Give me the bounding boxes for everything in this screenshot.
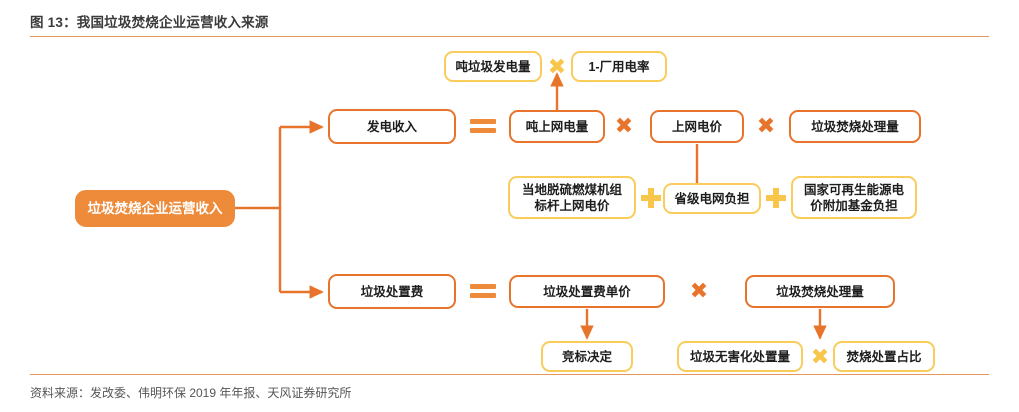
operator-plus-2: [766, 188, 786, 208]
operator-equals-power: [470, 118, 496, 134]
operator-equals-disposal: [470, 283, 496, 299]
operator-times-power-2: ✖: [756, 113, 776, 138]
footer-divider: [30, 374, 989, 375]
node-grid-price[interactable]: 上网电价: [650, 110, 744, 143]
node-disposal-fee[interactable]: 垃圾处置费: [328, 274, 456, 309]
node-incineration-share[interactable]: 焚烧处置占比: [833, 341, 935, 372]
equals-bar-top: [470, 284, 496, 289]
operator-times-bottom: ✖: [810, 344, 830, 369]
operator-times-disposal: ✖: [689, 278, 709, 303]
plus-bar-vertical: [773, 188, 779, 208]
node-benchmark-price[interactable]: 当地脱硫燃煤机组 标杆上网电价: [508, 176, 636, 219]
node-minus-plant-usage-rate[interactable]: 1-厂用电率: [571, 51, 667, 82]
plus-bar-vertical: [648, 188, 654, 208]
node-provincial-grid-burden[interactable]: 省级电网负担: [663, 183, 761, 214]
node-per-ton-generation[interactable]: 吨垃圾发电量: [444, 51, 542, 82]
operator-plus-1: [641, 188, 661, 208]
node-root[interactable]: 垃圾焚烧企业运营收入: [75, 190, 235, 227]
equals-bar-top: [470, 119, 496, 124]
node-disposal-unit-price[interactable]: 垃圾处置费单价: [509, 275, 665, 308]
node-harmless-disposal-volume[interactable]: 垃圾无害化处置量: [677, 341, 803, 372]
flow-diagram: 垃圾焚烧企业运营收入 吨垃圾发电量 ✖ 1-厂用电率 发电收入 吨上网电量 ✖ …: [0, 38, 1019, 372]
operator-times-top: ✖: [547, 54, 567, 79]
node-per-ton-grid-power[interactable]: 吨上网电量: [509, 110, 605, 143]
equals-bar-bottom: [470, 128, 496, 133]
node-incineration-volume-top[interactable]: 垃圾焚烧处理量: [789, 110, 921, 143]
header-divider: [30, 36, 989, 37]
page-title: 图 13：我国垃圾焚烧企业运营收入来源: [30, 15, 269, 30]
node-incineration-volume-bottom[interactable]: 垃圾焚烧处理量: [745, 275, 895, 308]
source-note: 资料来源：发改委、伟明环保 2019 年年报、天风证券研究所: [30, 386, 352, 400]
operator-times-power-1: ✖: [614, 113, 634, 138]
equals-bar-bottom: [470, 293, 496, 298]
node-national-fund-burden[interactable]: 国家可再生能源电 价附加基金负担: [791, 176, 917, 219]
node-power-revenue[interactable]: 发电收入: [328, 109, 456, 144]
node-bidding-decision[interactable]: 竞标决定: [541, 341, 633, 372]
